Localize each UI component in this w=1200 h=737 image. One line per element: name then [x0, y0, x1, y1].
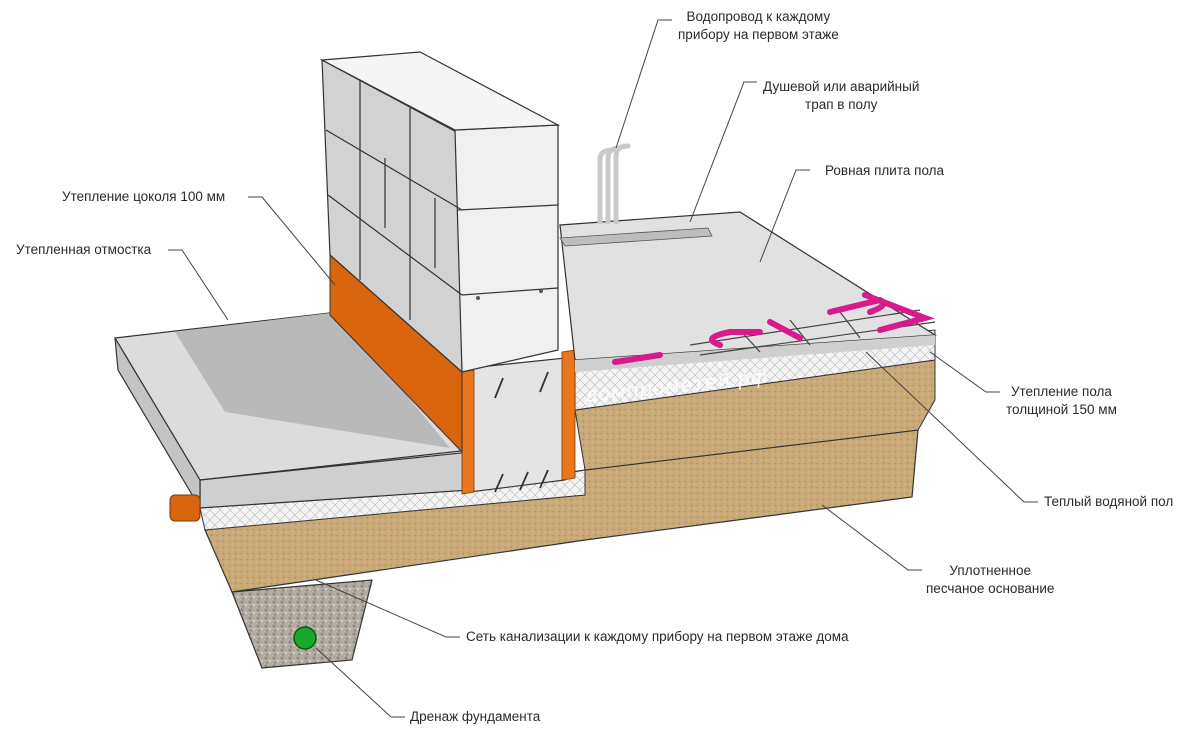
floor-slab-cut [575, 335, 935, 372]
label-blind-area: Утепленная отмостка [16, 242, 152, 257]
label-floor-insulation-line-2: толщиной 150 мм [1006, 402, 1117, 417]
foundation-insulation-front [461, 369, 475, 495]
label-floor-slab: Ровная плита пола [825, 163, 945, 178]
label-water-supply: Водопровод к каждому прибору на первом э… [678, 8, 839, 44]
leader-lines [168, 19, 1038, 718]
label-drain: Душевой или аварийный трап в полу [763, 78, 919, 114]
blind-area-shadow [175, 312, 450, 448]
label-plinth-insulation: Утепление цоколя 100 мм [62, 189, 226, 204]
label-floor-insulation: Утепление пола толщиной 150 мм [1006, 383, 1117, 419]
block-wall [319, 51, 561, 374]
drainage-trench [231, 579, 373, 669]
label-warm-floor: Теплый водяной пол [1044, 494, 1174, 509]
water-supply-pipes [597, 143, 631, 225]
label-sand-base-line-1: Уплотненное [949, 563, 1032, 578]
label-water-supply-line-2: прибору на первом этаже [678, 27, 839, 42]
floor-drain [559, 227, 713, 247]
foundation-beam [469, 357, 566, 493]
rebar-anchors [494, 371, 549, 493]
label-drain-line-1: Душевой или аварийный [763, 79, 920, 94]
sewer-pipe-stub [169, 494, 201, 522]
foundation-drain-pipe [293, 626, 317, 650]
label-sand-base-line-2: песчаное основание [926, 581, 1055, 596]
label-foundation-drain: Дренаж фундамента [410, 709, 541, 724]
label-water-supply-line-1: Водопровод к каждому [686, 9, 831, 24]
label-sewer: Сеть канализации к каждому прибору на пе… [466, 629, 849, 644]
warm-floor-pipes [612, 292, 935, 365]
label-floor-insulation-line-1: Утепление пола [1010, 384, 1112, 399]
label-sand-base: Уплотненное песчаное основание [926, 562, 1054, 598]
label-drain-line-2: трап в полу [805, 97, 878, 112]
wall-anchors [476, 289, 543, 300]
foundation-insulation-right [561, 349, 576, 481]
